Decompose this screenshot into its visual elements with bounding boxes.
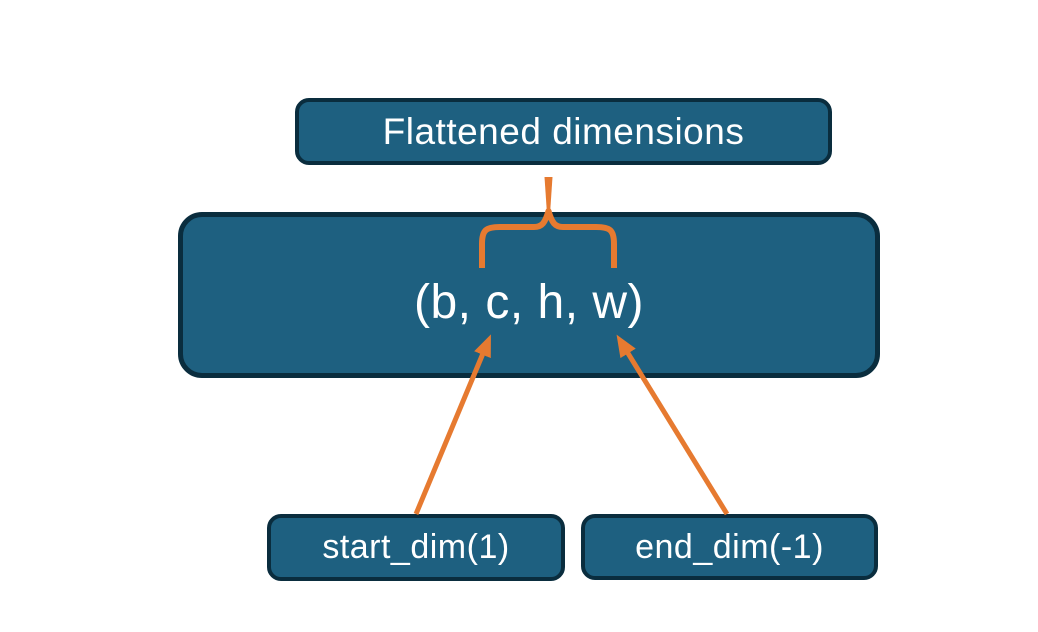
end-dim-box: end_dim(-1) [581,514,878,580]
start-dim-label: start_dim(1) [322,528,510,566]
end-dim-label: end_dim(-1) [635,527,824,566]
brace-stem [544,177,553,214]
start-dim-box: start_dim(1) [267,514,565,581]
tensor-shape-label: (b, c, h, w) [413,275,645,329]
flattened-dimensions-box: Flattened dimensions [295,98,832,165]
tensor-shape-box: (b, c, h, w) [178,212,880,378]
flattened-dimensions-label: Flattened dimensions [382,110,745,152]
